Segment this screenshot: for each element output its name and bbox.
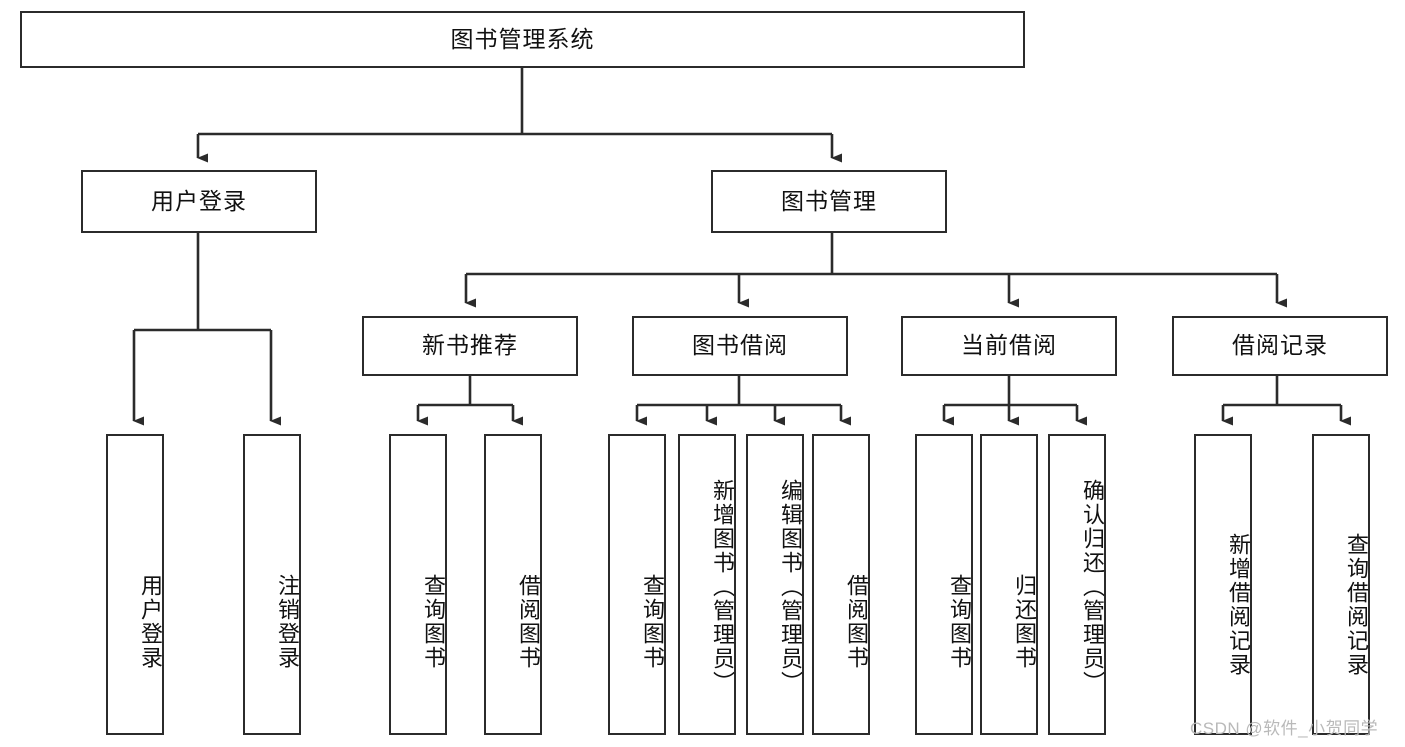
node-label: 当前借阅 — [961, 332, 1057, 359]
node-label: 确认归还（管理员） — [1080, 478, 1105, 695]
node-label: 借阅图书 — [516, 573, 541, 670]
leaf-record-add-record[interactable]: 新增借阅记录 — [1194, 434, 1252, 735]
node-label: 用户登录 — [138, 573, 163, 670]
node-label: 用户登录 — [151, 187, 247, 214]
node-label: 查询图书 — [947, 573, 972, 670]
leaf-user-login-login[interactable]: 用户登录 — [106, 434, 164, 735]
leaf-user-login-logout[interactable]: 注销登录 — [243, 434, 301, 735]
node-label: 图书管理系统 — [450, 25, 595, 52]
node-label: 图书借阅 — [692, 332, 788, 359]
leaf-borrow-borrow-book[interactable]: 借阅图书 — [812, 434, 870, 735]
node-root-book-management-system[interactable]: 图书管理系统 — [20, 11, 1025, 68]
node-borrow-record[interactable]: 借阅记录 — [1172, 316, 1388, 376]
node-label: 借阅记录 — [1232, 332, 1328, 359]
leaf-recommend-borrow-book[interactable]: 借阅图书 — [484, 434, 542, 735]
node-label: 查询借阅记录 — [1344, 532, 1369, 677]
node-new-book-recommend[interactable]: 新书推荐 — [362, 316, 578, 376]
node-label: 编辑图书（管理员） — [778, 478, 803, 695]
node-label: 新增借阅记录 — [1226, 532, 1251, 677]
node-label: 查询图书 — [640, 573, 665, 670]
leaf-current-return-book[interactable]: 归还图书 — [980, 434, 1038, 735]
leaf-recommend-query-book[interactable]: 查询图书 — [389, 434, 447, 735]
node-label: 借阅图书 — [844, 573, 869, 670]
leaf-current-confirm-return-admin[interactable]: 确认归还（管理员） — [1048, 434, 1106, 735]
leaf-current-query-book[interactable]: 查询图书 — [915, 434, 973, 735]
watermark: CSDN @软件_小贺同学 — [1190, 719, 1379, 738]
node-label: 查询图书 — [421, 573, 446, 670]
node-label: 图书管理 — [781, 187, 877, 214]
node-label: 归还图书 — [1012, 573, 1037, 670]
leaf-borrow-add-book-admin[interactable]: 新增图书（管理员） — [678, 434, 736, 735]
node-current-borrow[interactable]: 当前借阅 — [901, 316, 1117, 376]
node-user-login[interactable]: 用户登录 — [81, 170, 317, 233]
node-book-management[interactable]: 图书管理 — [711, 170, 947, 233]
node-label: 新书推荐 — [422, 332, 518, 359]
node-book-borrow[interactable]: 图书借阅 — [632, 316, 848, 376]
leaf-borrow-query-book[interactable]: 查询图书 — [608, 434, 666, 735]
leaf-record-query-record[interactable]: 查询借阅记录 — [1312, 434, 1370, 735]
node-label: 注销登录 — [275, 573, 300, 670]
leaf-borrow-edit-book-admin[interactable]: 编辑图书（管理员） — [746, 434, 804, 735]
node-label: 新增图书（管理员） — [710, 478, 735, 695]
